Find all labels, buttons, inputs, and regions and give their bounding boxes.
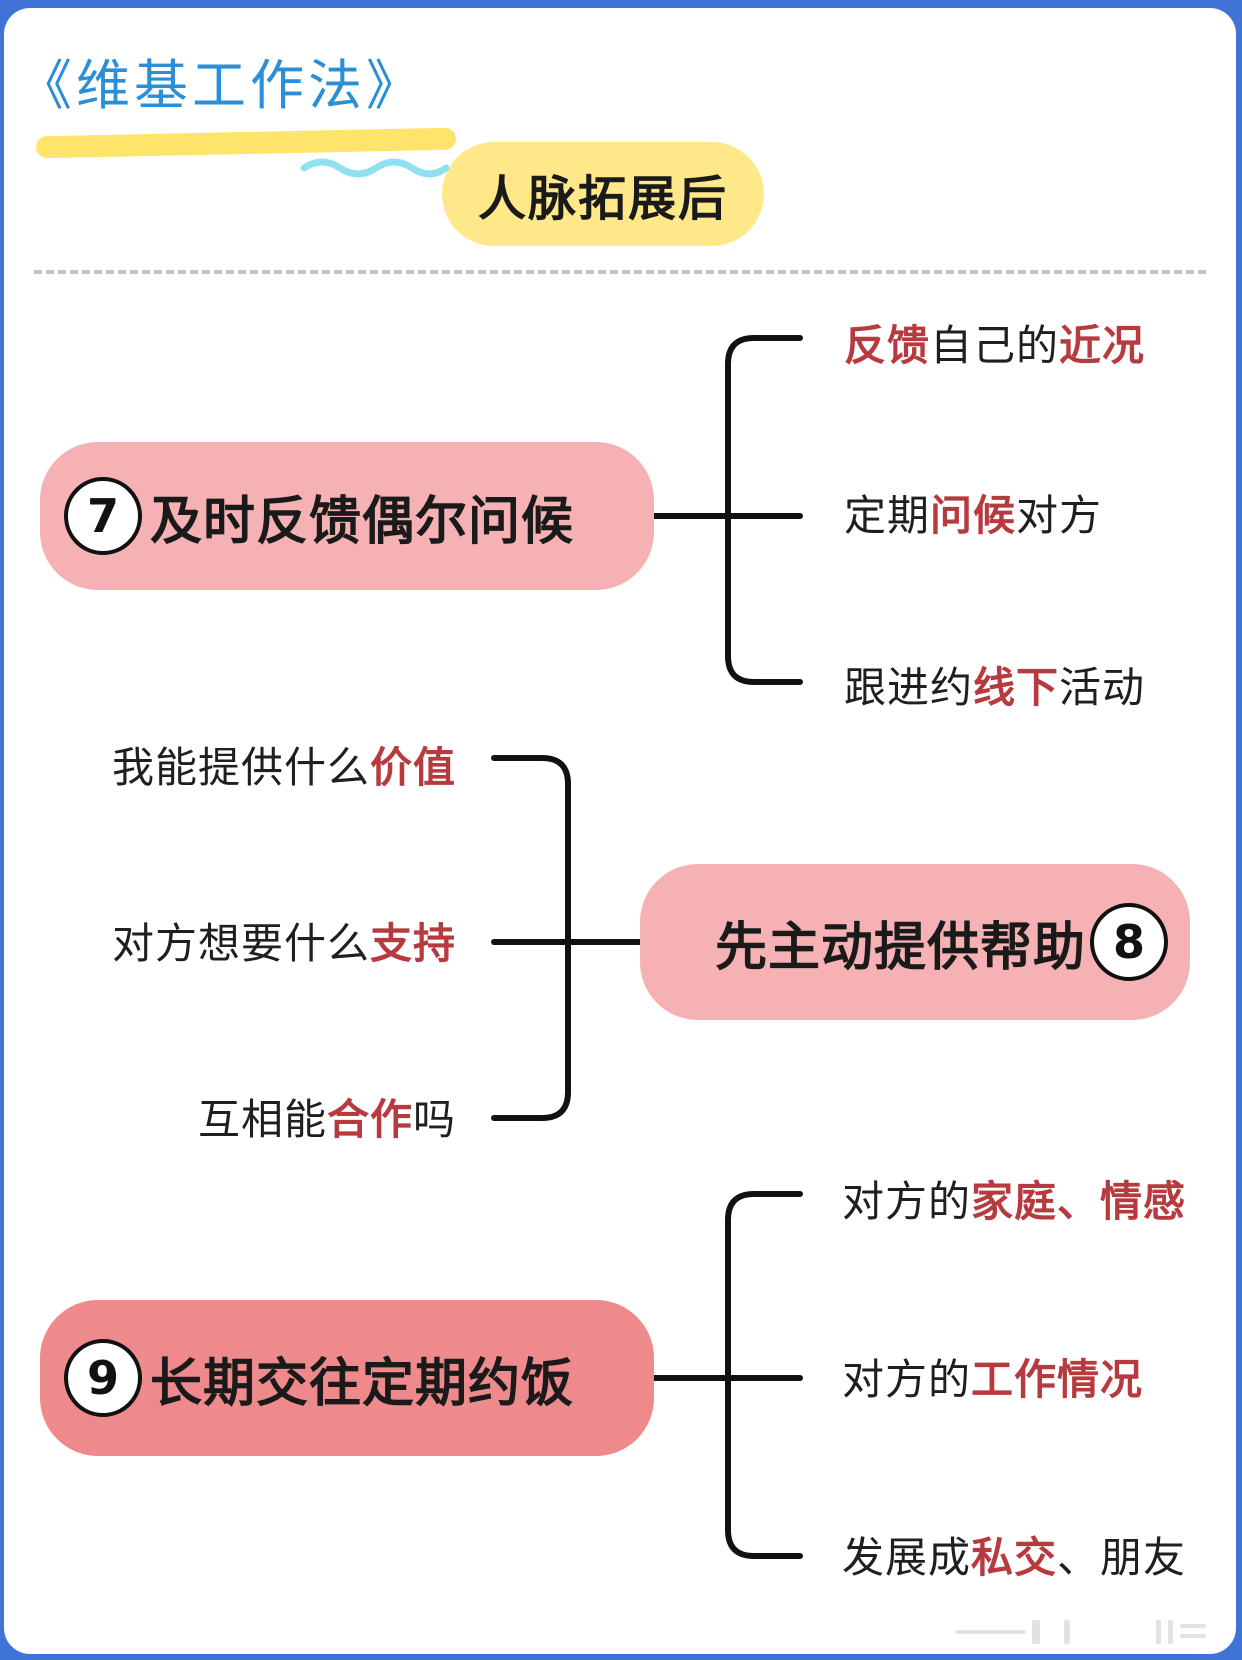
node-9-item-1: 对方的家庭、情感: [842, 1174, 1186, 1230]
item-text: 、朋友: [1057, 1533, 1187, 1582]
node-7-label: 及时反馈偶尔问候: [150, 491, 575, 552]
item-text: 对方的: [842, 1177, 972, 1226]
title-wave-decoration: [300, 158, 450, 178]
node-8-item-1: 我能提供什么价值: [64, 740, 456, 796]
node-9-label: 长期交往定期约饭: [150, 1353, 575, 1414]
dashed-divider: [34, 270, 1206, 274]
node-7-item-1: 反馈自己的近况: [844, 318, 1145, 374]
item-text: 支持: [369, 919, 456, 968]
node-9-number-badge: 9: [64, 1339, 142, 1417]
book-title-text: 《维基工作法》: [18, 54, 424, 117]
subtitle-pill: 人脉拓展后: [442, 142, 764, 246]
item-text: 合作: [326, 1095, 413, 1144]
item-text: 跟进约: [844, 663, 974, 712]
node-9: 9 长期交往定期约饭: [40, 1300, 654, 1456]
node-8: 先主动提供帮助 8: [640, 864, 1190, 1020]
item-text: 对方想要什么: [111, 919, 370, 968]
node-7-item-2: 定期问候对方: [844, 488, 1102, 544]
node-8-number-badge: 8: [1090, 903, 1168, 981]
item-text: 活动: [1059, 663, 1146, 712]
item-text: 互相能: [197, 1095, 327, 1144]
item-text: 近况: [1059, 321, 1146, 370]
item-text: 线下: [973, 663, 1060, 712]
item-text: 家庭、情感: [971, 1177, 1187, 1226]
connector-7-bracket: [725, 335, 803, 685]
connector-lines: [491, 335, 803, 1559]
infographic-card: 《维基工作法》 人脉拓展后 7 及时反馈偶尔问候 反馈自己的近况 定期问候对方 …: [4, 8, 1236, 1654]
subtitle-text: 人脉拓展后: [477, 171, 728, 227]
item-text: 反馈: [844, 321, 931, 370]
node-7: 7 及时反馈偶尔问候: [40, 442, 654, 590]
watermark-mark: [956, 1620, 1206, 1644]
item-text: 吗: [412, 1095, 456, 1144]
node-8-item-2: 对方想要什么支持: [64, 916, 456, 972]
item-text: 问候: [930, 491, 1017, 540]
item-text: 定期: [844, 491, 931, 540]
node-8-label: 先主动提供帮助: [714, 917, 1086, 978]
item-text: 私交: [971, 1533, 1058, 1582]
node-9-item-3: 发展成私交、朋友: [842, 1530, 1186, 1586]
node-8-item-3: 互相能合作吗: [64, 1092, 456, 1148]
item-text: 工作情况: [971, 1355, 1144, 1404]
item-text: 自己的: [930, 321, 1060, 370]
item-text: 我能提供什么: [111, 743, 370, 792]
node-7-number-badge: 7: [64, 477, 142, 555]
node-7-item-3: 跟进约线下活动: [844, 660, 1145, 716]
connector-9-bracket: [725, 1191, 803, 1559]
item-text: 对方的: [842, 1355, 972, 1404]
item-text: 价值: [369, 743, 456, 792]
connector-8-bracket: [491, 755, 571, 1121]
node-9-item-2: 对方的工作情况: [842, 1352, 1143, 1408]
book-title: 《维基工作法》: [18, 46, 457, 178]
item-text: 对方: [1016, 491, 1103, 540]
item-text: 发展成: [842, 1533, 972, 1582]
